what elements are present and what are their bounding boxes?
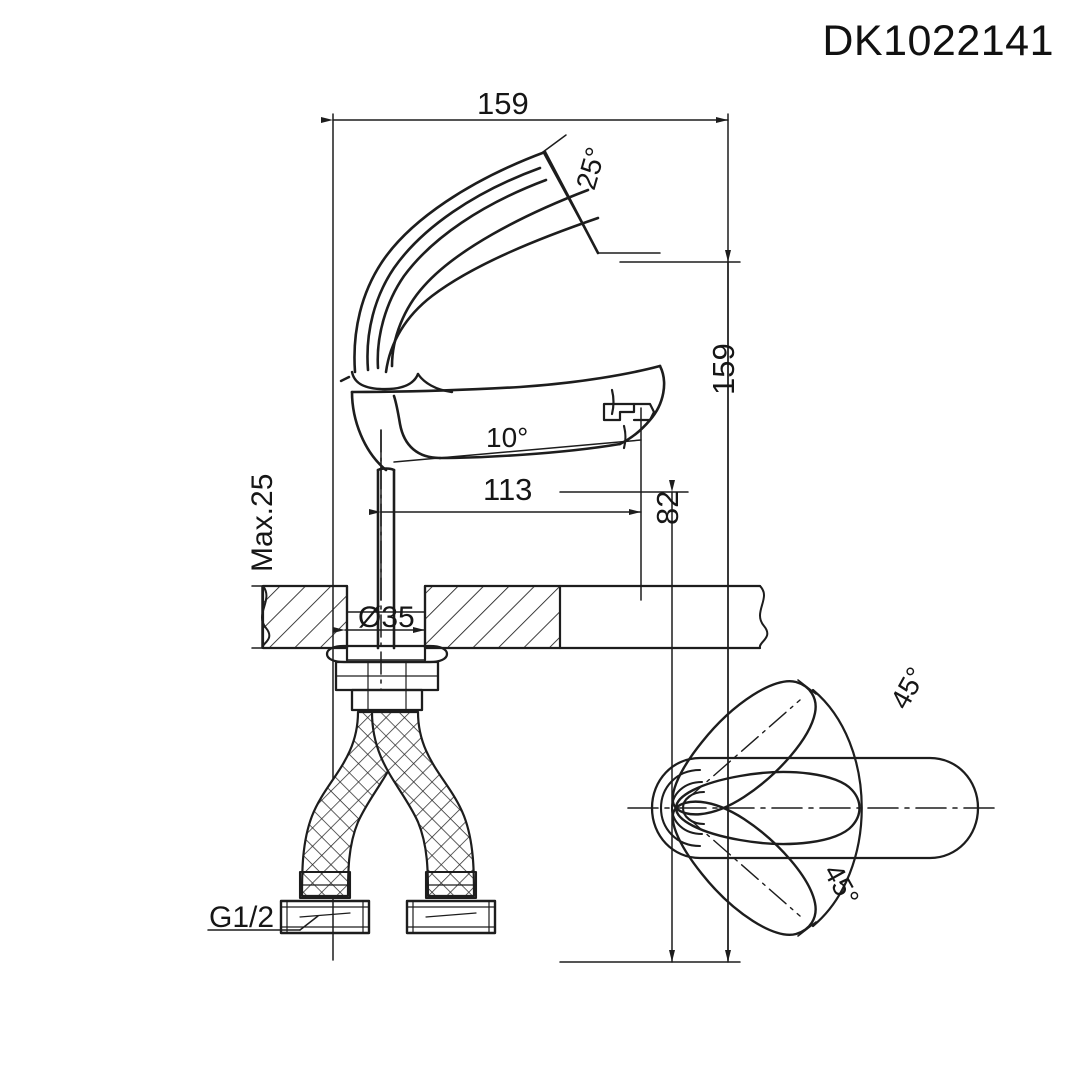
dimension-inlet-thread: G1/2 [209, 901, 275, 934]
dimension-overall-width: 159 [477, 86, 529, 121]
dimension-deck-thickness: Max.25 [246, 473, 279, 572]
handle-lever [353, 150, 600, 374]
page-title: DK1022141 [822, 17, 1054, 65]
hex-union-nut-right [405, 899, 497, 935]
angle-spout-taper: 10° [486, 422, 529, 453]
top-view [627, 679, 1001, 937]
counter-section [261, 584, 769, 650]
aerator [602, 388, 656, 450]
handle-collar [339, 370, 454, 394]
dimension-spout-reach: 113 [483, 472, 533, 507]
mounting-shank [345, 584, 427, 662]
mounting-hardware [325, 644, 449, 712]
hose-collars [298, 870, 478, 900]
faucet-body-spout [350, 364, 666, 650]
dimension-mounting-hole: Ø35 [358, 601, 415, 634]
dimension-overall-height: 159 [706, 343, 741, 395]
flexible-hose-left [300, 710, 406, 898]
flexible-hose-right [370, 710, 476, 898]
hex-union-nut-left [279, 899, 371, 935]
dimension-spout-height: 82 [650, 490, 685, 525]
